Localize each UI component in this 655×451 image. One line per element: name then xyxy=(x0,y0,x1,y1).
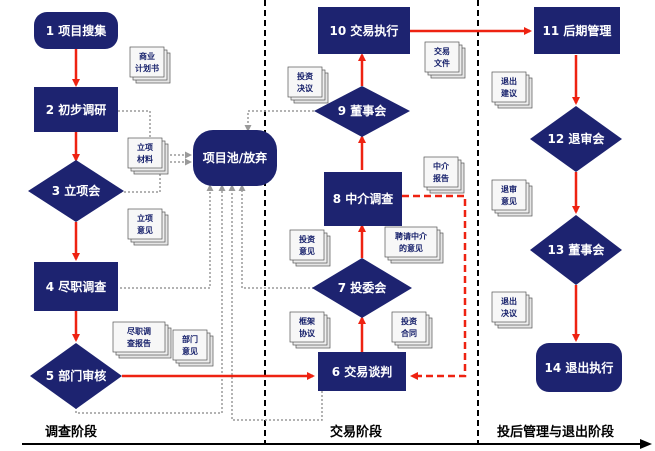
doc-investment-resolution: 投资 决议 xyxy=(287,66,329,104)
doc-exit-proposal: 退出 建议 xyxy=(491,71,533,109)
node-2 xyxy=(34,87,118,132)
doc-framework-agreement: 框架 协议 xyxy=(289,311,331,349)
doc-transaction-files: 交易 文件 xyxy=(424,41,466,79)
doc-exit-review-opinion: 退审 意见 xyxy=(491,179,533,217)
doc-investment-opinion: 投资 意见 xyxy=(289,229,331,267)
svg-text:协议: 协议 xyxy=(299,328,316,338)
node-pool xyxy=(193,130,277,186)
node-10 xyxy=(318,7,410,54)
doc-department-opinion: 部门 意见 xyxy=(172,329,214,367)
svg-text:意见: 意见 xyxy=(137,225,153,235)
step-4-label: 4 尽职调查 xyxy=(46,279,108,294)
svg-text:投资: 投资 xyxy=(401,316,417,326)
svg-text:交易: 交易 xyxy=(434,46,450,56)
svg-text:材料: 材料 xyxy=(137,154,153,164)
svg-text:部门: 部门 xyxy=(182,334,198,344)
svg-text:聘请中介: 聘请中介 xyxy=(395,231,428,241)
svg-text:建议: 建议 xyxy=(500,88,518,98)
node-7 xyxy=(312,258,412,318)
step-1-label: 1 项目搜集 xyxy=(46,23,108,38)
svg-text:框架: 框架 xyxy=(299,316,315,326)
step-14-label: 14 退出执行 xyxy=(545,360,614,375)
nodes xyxy=(28,7,622,409)
svg-text:投资: 投资 xyxy=(297,71,313,81)
svg-text:查报告: 查报告 xyxy=(127,338,151,348)
step-10-label: 10 交易执行 xyxy=(330,23,399,38)
svg-text:尽职调: 尽职调 xyxy=(127,326,151,336)
svg-text:退出: 退出 xyxy=(501,296,517,306)
doc-exit-resolution: 退出 决议 xyxy=(491,291,533,329)
svg-text:文件: 文件 xyxy=(434,58,450,68)
svg-text:商业: 商业 xyxy=(139,51,155,61)
timeline-arrowhead xyxy=(640,439,652,449)
svg-text:退出: 退出 xyxy=(501,76,517,86)
node-9 xyxy=(314,86,410,137)
svg-text:退审: 退审 xyxy=(501,184,517,194)
step-7-label: 7 投委会 xyxy=(338,280,388,295)
node-6 xyxy=(318,352,406,391)
node-11 xyxy=(534,7,620,54)
doc-due-diligence-report: 尽职调 查报告 xyxy=(112,321,172,359)
step-8-label: 8 中介调查 xyxy=(333,191,395,206)
svg-text:意见: 意见 xyxy=(299,246,315,256)
doc-project-materials: 立项 材料 xyxy=(127,137,169,175)
flow-arrows xyxy=(72,27,580,380)
step-13-label: 13 董事会 xyxy=(548,242,606,257)
svg-text:立项: 立项 xyxy=(137,142,153,152)
step-9-label: 9 董事会 xyxy=(338,103,388,118)
step-3-label: 3 立项会 xyxy=(52,183,102,198)
doc-hire-intermediary-opinion: 聘请中介 的意见 xyxy=(384,226,444,264)
svg-text:决议: 决议 xyxy=(501,308,518,318)
svg-text:意见: 意见 xyxy=(182,346,198,356)
node-12 xyxy=(530,106,622,172)
svg-text:计划书: 计划书 xyxy=(135,63,159,73)
node-4 xyxy=(34,262,118,311)
svg-text:立项: 立项 xyxy=(137,213,153,223)
step-11-label: 11 后期管理 xyxy=(543,23,612,38)
node-5 xyxy=(30,343,122,409)
step-6-label: 6 交易谈判 xyxy=(332,364,393,379)
node-8 xyxy=(324,172,402,226)
pool-label: 项目池/放弃 xyxy=(203,150,267,165)
svg-text:意见: 意见 xyxy=(501,196,517,206)
svg-text:投资: 投资 xyxy=(299,234,315,244)
step-12-label: 12 退审会 xyxy=(548,131,606,146)
node-14 xyxy=(536,343,622,392)
phase-investigation-label: 调查阶段 xyxy=(45,424,97,440)
doc-investment-contract: 投资 合同 xyxy=(391,311,433,349)
step-5-label: 5 部门审核 xyxy=(46,368,107,383)
svg-text:报告: 报告 xyxy=(433,173,449,183)
svg-text:中介: 中介 xyxy=(433,161,450,171)
svg-text:的意见: 的意见 xyxy=(399,243,423,253)
step-2-label: 2 初步调研 xyxy=(46,102,107,117)
phase-post-investment-label: 投后管理与退出阶段 xyxy=(497,424,614,440)
node-3 xyxy=(28,160,124,222)
node-13 xyxy=(530,215,622,285)
phase-transaction-label: 交易阶段 xyxy=(330,424,382,440)
dashed-loop xyxy=(402,194,467,380)
doc-project-opinion: 立项 意见 xyxy=(127,208,169,246)
doc-intermediary-report: 中介 报告 xyxy=(423,156,465,194)
node-1 xyxy=(34,12,118,49)
svg-text:合同: 合同 xyxy=(400,328,417,338)
svg-text:决议: 决议 xyxy=(297,83,314,93)
doc-business-plan: 商业 计划书 xyxy=(129,46,171,84)
